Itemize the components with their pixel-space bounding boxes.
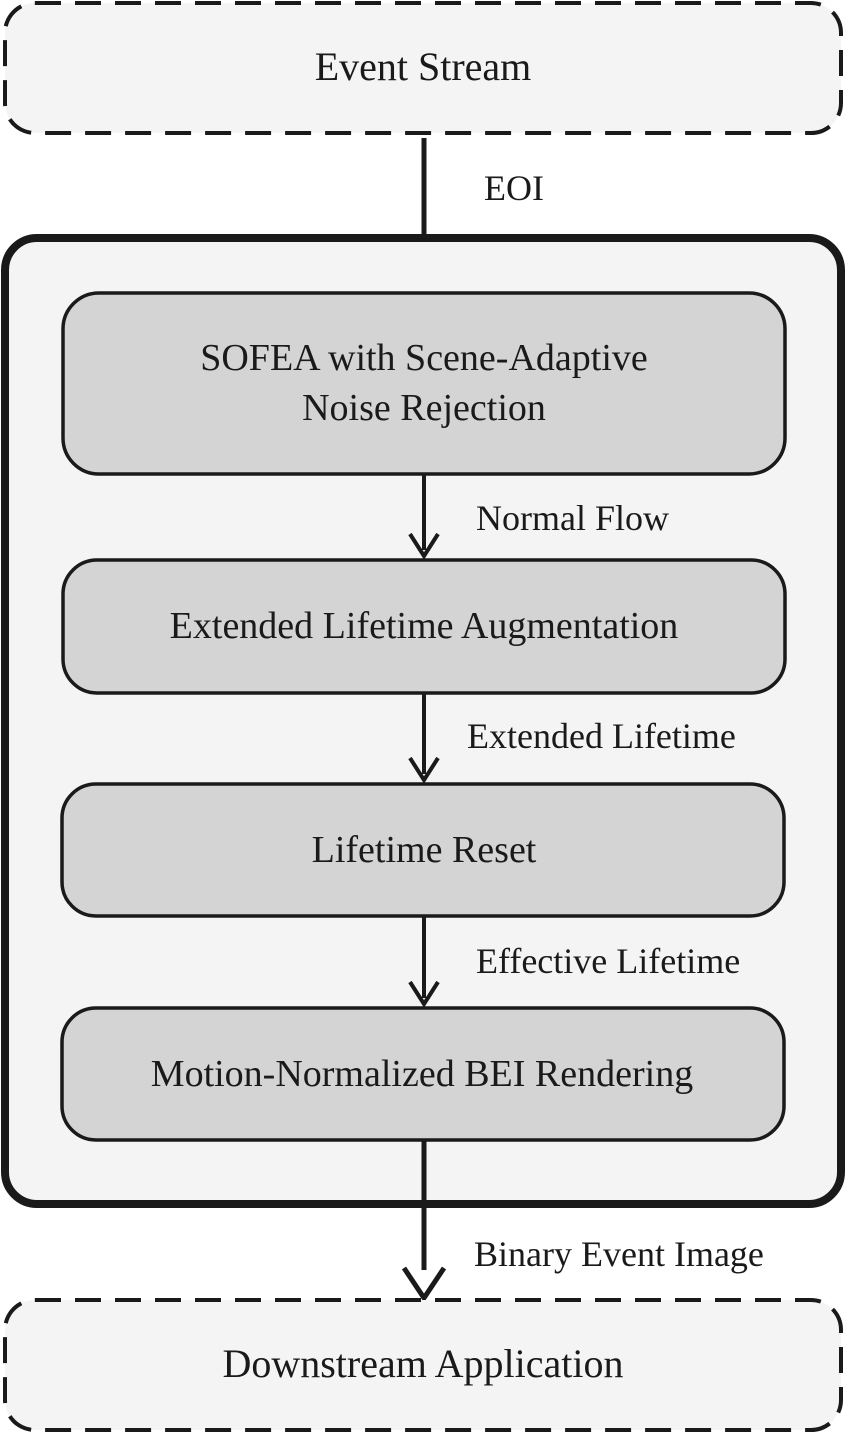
reset-label: Lifetime Reset [312, 829, 537, 871]
sofea-label-line1: SOFEA with Scene-Adaptive [200, 337, 648, 379]
reset-stage: Lifetime Reset [60, 782, 786, 918]
ela-stage: Extended Lifetime Augmentation [61, 558, 787, 695]
eoi-label: EOI [484, 168, 544, 208]
downstream-application-label: Downstream Application [222, 1341, 623, 1386]
sofea-stage: SOFEA with Scene-Adaptive Noise Rejectio… [61, 291, 787, 476]
sofea-label-line2: Noise Rejection [302, 387, 546, 429]
binary-event-image-label: Binary Event Image [474, 1234, 764, 1274]
bei-stage: Motion-Normalized BEI Rendering [60, 1006, 786, 1142]
extended-lifetime-label: Extended Lifetime [467, 716, 736, 756]
effective-lifetime-arrow: Effective Lifetime [408, 916, 740, 1008]
extended-lifetime-arrow: Extended Lifetime [408, 693, 736, 784]
ela-label: Extended Lifetime Augmentation [170, 605, 679, 647]
event-stream-node: Event Stream [3, 1, 843, 135]
event-stream-label: Event Stream [315, 44, 532, 89]
effective-lifetime-label: Effective Lifetime [476, 941, 740, 981]
binary-event-image-arrow: Binary Event Image [401, 1140, 764, 1303]
downstream-application-node: Downstream Application [3, 1298, 843, 1432]
normal-flow-arrow: Normal Flow [408, 474, 669, 560]
normal-flow-label: Normal Flow [476, 498, 669, 538]
bei-label: Motion-Normalized BEI Rendering [151, 1053, 693, 1095]
